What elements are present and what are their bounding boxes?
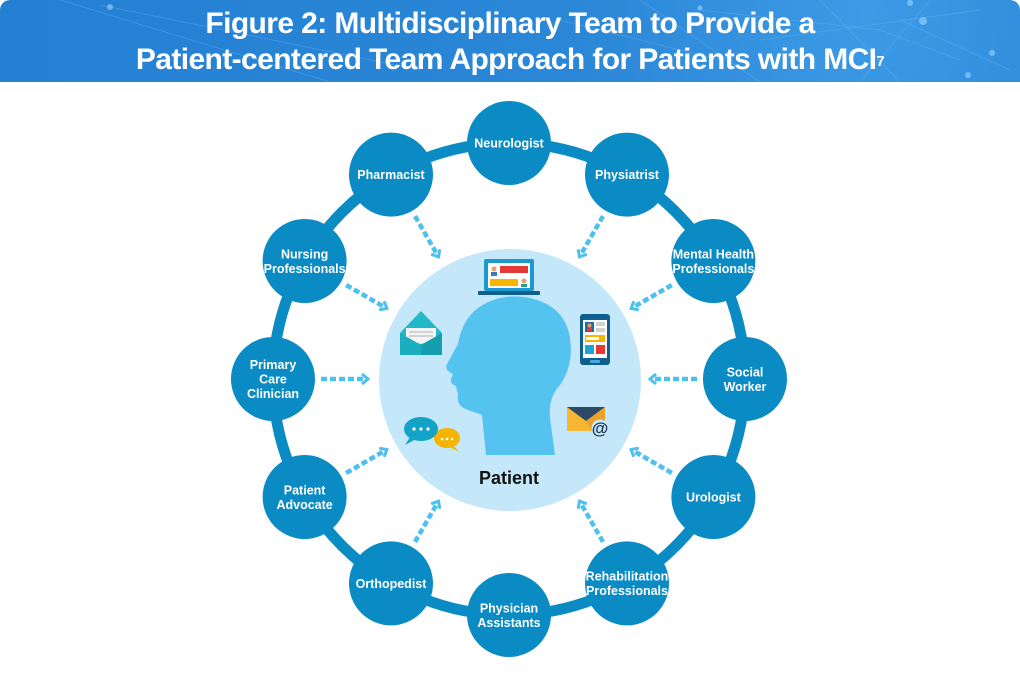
- node-circle: [585, 132, 669, 217]
- node-label: Advocate: [276, 498, 332, 512]
- node-label: Urologist: [686, 491, 742, 505]
- chat-bubbles-icon: [404, 417, 460, 452]
- figure-title: Figure 2: Multidisciplinary Team to Prov…: [0, 6, 1020, 78]
- email-at-icon: @: [567, 407, 609, 438]
- title-line-1: Figure 2: Multidisciplinary Team to Prov…: [205, 7, 815, 40]
- node-label: Rehabilitation: [586, 570, 669, 584]
- team-node-physiatrist: Physiatrist: [585, 132, 669, 217]
- node-circle: [703, 337, 787, 421]
- node-label: Clinician: [247, 387, 299, 401]
- node-label: Social: [727, 365, 764, 379]
- node-label: Patient: [284, 483, 327, 497]
- node-label: Nursing: [281, 247, 328, 261]
- node-circle: [231, 337, 315, 421]
- node-circle: [262, 455, 347, 539]
- team-node-pharmacist: Pharmacist: [349, 132, 433, 217]
- dashed-arrow-patient-advocate: [345, 450, 386, 475]
- node-circle: [671, 455, 756, 539]
- node-label: Physiatrist: [595, 168, 660, 182]
- envelope-icon: [400, 311, 442, 355]
- node-label: Physician: [480, 601, 538, 615]
- node-label: Neurologist: [474, 137, 544, 151]
- node-circle: [467, 573, 551, 657]
- node-circle: [262, 219, 347, 303]
- node-label: Mental Health: [673, 247, 754, 261]
- team-node-neurologist: Neurologist: [467, 101, 551, 185]
- node-label: Professionals: [264, 262, 346, 276]
- node-label: Professionals: [586, 584, 668, 598]
- arrows-layer: [321, 215, 697, 543]
- dashed-arrow-mental-health-professionals: [632, 283, 673, 308]
- figure-header: Figure 2: Multidisciplinary Team to Prov…: [0, 0, 1020, 82]
- node-circle: [467, 101, 551, 185]
- node-label: Orthopedist: [356, 577, 428, 591]
- svg-text:@: @: [592, 419, 609, 438]
- dashed-arrow-orthopedist: [413, 502, 438, 543]
- node-circle: [349, 541, 433, 626]
- node-label: Pharmacist: [357, 168, 425, 182]
- node-circle: [349, 132, 433, 217]
- smartphone-icon: [580, 314, 610, 365]
- node-label: Assistants: [477, 616, 540, 630]
- dashed-arrow-pharmacist: [413, 215, 438, 256]
- node-circle: [671, 219, 756, 303]
- patient-label: Patient: [479, 468, 539, 488]
- title-superscript: 7: [876, 53, 885, 70]
- laptop-chat-icon: [478, 259, 540, 295]
- dashed-arrow-urologist: [632, 450, 673, 475]
- node-circle: [585, 541, 669, 626]
- network-background-pattern: [59, 0, 1011, 82]
- team-node-urologist: Urologist: [671, 455, 756, 539]
- team-node-orthopedist: Orthopedist: [349, 541, 433, 626]
- title-line-2: Patient-centered Team Approach for Patie…: [0, 42, 1020, 78]
- head-silhouette-icon: [446, 296, 571, 455]
- node-label: Worker: [724, 380, 767, 394]
- dashed-arrow-rehabilitation-professionals: [580, 502, 605, 543]
- node-label: Primary: [250, 358, 297, 372]
- node-label: Professionals: [672, 262, 754, 276]
- dashed-arrow-physiatrist: [580, 215, 605, 256]
- dashed-arrow-nursing-professionals: [345, 283, 386, 308]
- title-line-2-text: Patient-centered Team Approach for Patie…: [135, 43, 877, 76]
- node-label: Care: [259, 373, 287, 387]
